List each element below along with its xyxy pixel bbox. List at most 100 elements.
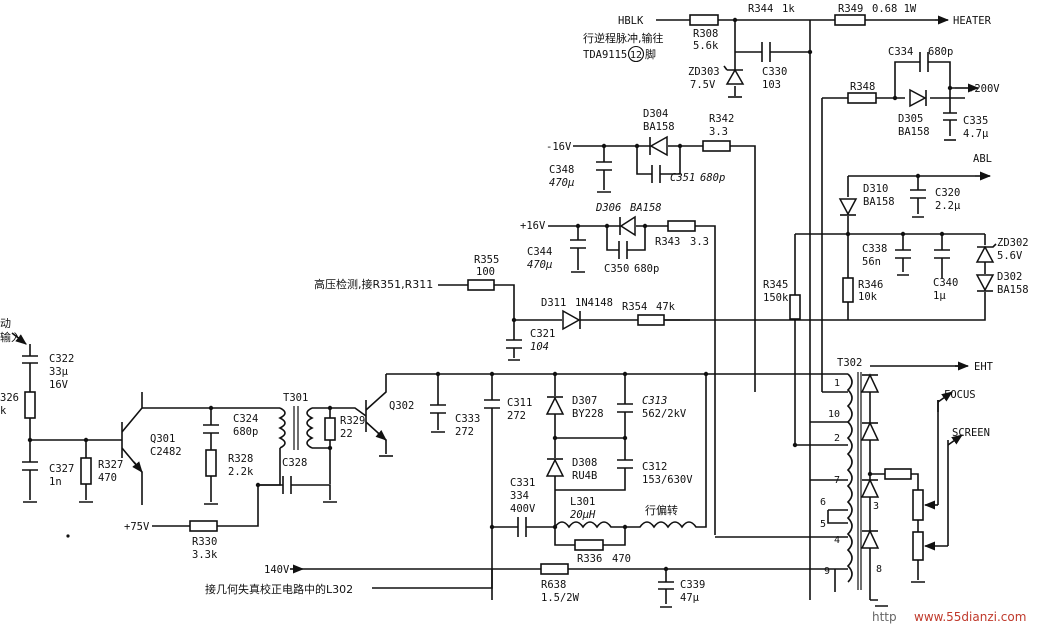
r328-label: R328 [228,453,253,465]
d305-diode [909,88,927,108]
c338-value: 56n [862,256,881,268]
t301-label: T301 [283,392,308,404]
hv-detect-label: 高压检测,接R351,R311 [314,277,433,291]
c334-value: 680p [928,46,953,58]
d305-value: BA158 [898,126,930,138]
hblk-note-2: TDA9115 [583,49,627,61]
t302-pin-5: 5 [820,519,826,530]
r344-value: 1k [782,3,795,15]
d307-diode [545,396,565,415]
r355-value: 100 [476,266,495,278]
c338-label: C338 [862,243,887,255]
m16-section: -16V D304 BA158 R342 3.3 C351 680p C348 … [546,108,756,392]
q301-value: C2482 [150,446,182,458]
c348-value: 470μ [549,177,574,189]
r348-resistor [847,92,877,104]
zd303-label: ZD303 [688,66,720,78]
abl-label: ABL [973,153,992,165]
r328-value: 2.2k [228,466,254,478]
t302-pin-8: 8 [876,564,882,575]
r638-value: 1.5/2W [541,592,580,604]
c340-label: C340 [933,277,958,289]
c312-value: 153/630V [642,474,693,486]
watermark-text: www.55dianzi.com [914,610,1026,624]
c324-label: C324 [233,413,258,425]
r638-label: R638 [541,579,566,591]
hblk-section: HBLK 行逆程脉冲,输往 TDA9115 12 脚 R308 5.6k R34… [583,3,992,600]
r327-value: 470 [98,472,117,484]
hv-detect-section: 高压检测,接R351,R311 R355 100 D311 1N4148 R35… [314,254,690,361]
r326-resistor [24,391,36,419]
d304-value: BA158 [643,121,675,133]
r355-label: R355 [474,254,499,266]
r354-resistor [637,314,665,326]
focus-label: FOCUS [944,389,976,401]
c351-value: 680p [700,172,725,184]
r345-label: R345 [763,279,788,291]
d305-label: D305 [898,113,923,125]
d308-diode [545,458,565,477]
d307-label: D307 [572,395,597,407]
c348-label: C348 [549,164,574,176]
r342-label: R342 [709,113,734,125]
r336-value: 470 [612,553,631,565]
c330-value: 103 [762,79,781,91]
t302-pin-9: 9 [824,566,830,577]
c313-value: 562/2kV [642,408,687,420]
r354-label: R354 [622,301,647,313]
t302-label: T302 [837,357,862,369]
zd302-section: C338 56n C340 1μ ZD302 5.6V D302 BA158 R… [640,231,1029,445]
r330-value: 3.3k [192,549,218,561]
r348-label: R348 [850,81,875,93]
c311-label: C311 [507,397,532,409]
d311-label: D311 [541,297,566,309]
r343-resistor [667,220,696,232]
zd303-value: 7.5V [690,79,716,91]
p75-label: +75V [124,521,150,533]
r308-label: R308 [693,28,718,40]
c339-label: C339 [680,579,705,591]
r327-resistor [80,457,92,485]
c331-voltage: 400V [510,503,536,515]
c324-value: 680p [233,426,258,438]
t302-pin-6: 6 [820,497,826,508]
hblk-note: 行逆程脉冲,输往 [583,31,664,45]
d304-label: D304 [643,108,668,120]
r345-resistor [789,294,801,320]
c321-value: 104 [530,341,549,353]
c327-value: 1n [49,476,62,488]
r326-label: 326 [0,392,19,404]
t302-pin-1: 1 [834,378,840,389]
r336-label: R336 [577,553,602,565]
r329-label: R329 [340,415,365,427]
d310-label: D310 [863,183,888,195]
r638-resistor [540,563,569,575]
r349-label: R349 [838,3,863,15]
q302-label: Q302 [389,400,414,412]
r349-value: 0.68 1W [872,3,917,15]
t301-section: T301 R329 22 C328 Q302 C333 272 C311 272 [255,371,835,600]
p16-label: +16V [520,220,546,232]
r336-resistor [574,539,604,551]
eht-label: EHT [974,361,994,373]
c322-value: 33μ [49,366,69,378]
c340-value: 1μ [933,290,946,302]
r346-value: 10k [858,291,878,303]
d306-value: BA158 [630,202,662,214]
d306-label: D306 [595,202,621,214]
c330-label: C330 [762,66,787,78]
r346-resistor [842,277,854,303]
c339-value: 47μ [680,592,700,604]
r343-label: R343 [655,236,680,248]
c344-value: 470μ [527,259,552,271]
p16-section: +16V D306 BA158 R343 3.3 C350 680p C344 … [520,202,716,535]
d311-value: 1N4148 [575,297,613,309]
b-plus-section: 140V R638 1.5/2W C339 47μ 接几何失真校正电路中的L30… [205,563,835,608]
c351-label: C351 [670,172,695,184]
r355-resistor [467,279,495,291]
c311-value: 272 [507,410,526,422]
l301-value: 20μH [570,509,596,521]
d302-value: BA158 [997,284,1029,296]
t302-section: T302 1 10 2 7 6 5 4 9 3 8 EHT [715,357,994,607]
